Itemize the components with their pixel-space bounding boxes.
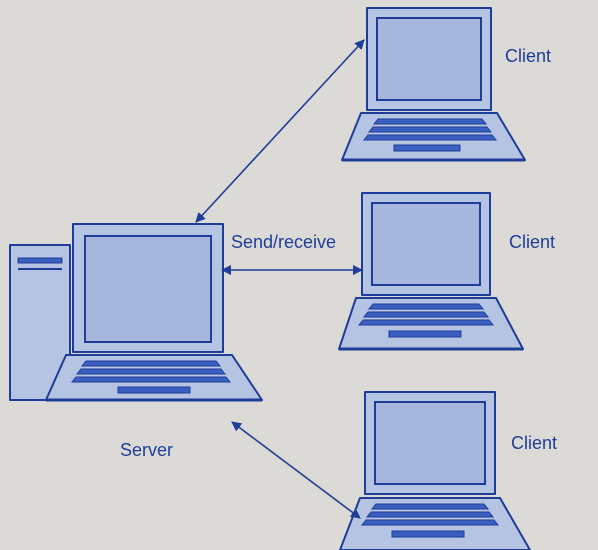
client-3-label: Client [511, 433, 558, 453]
client-laptop-1-icon [341, 7, 526, 162]
connection-arrow-client-1 [195, 39, 365, 223]
server-label: Server [120, 440, 174, 460]
client-laptop-3-icon [339, 391, 531, 550]
server-laptop-icon [45, 223, 263, 402]
connection-arrow-client-3 [231, 421, 361, 519]
send-receive-label: Send/receive [231, 232, 337, 252]
server-tower-icon [9, 244, 71, 401]
client-1-label: Client [505, 46, 552, 66]
client-laptop-2-icon [338, 192, 524, 351]
client-2-label: Client [509, 232, 556, 252]
